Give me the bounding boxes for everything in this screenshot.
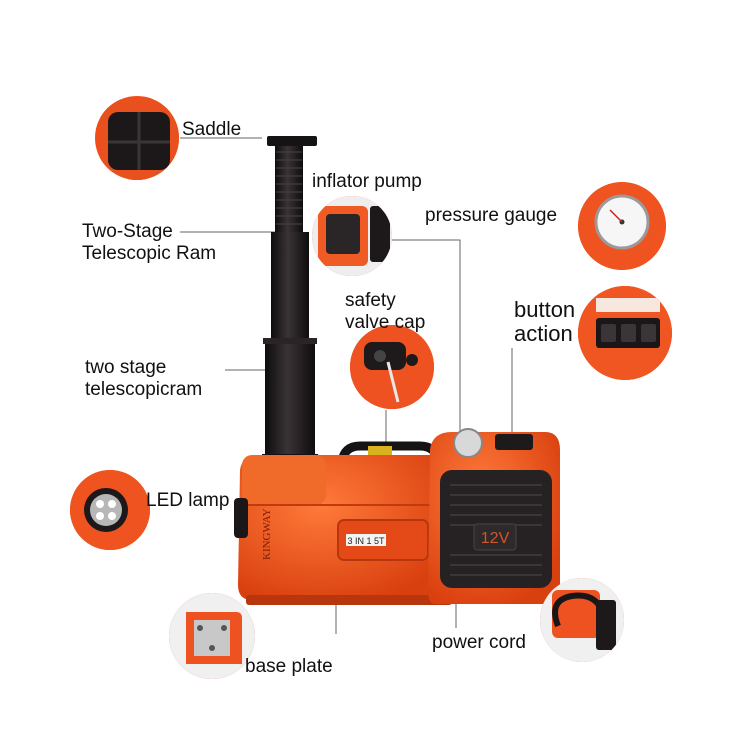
ram-thread xyxy=(276,151,302,225)
button-action-detail xyxy=(578,286,672,380)
led-housing xyxy=(234,498,248,538)
brand-text: KINGWAY xyxy=(261,508,273,560)
label-two-stage-telescopicram: two stage telescopicram xyxy=(85,357,203,400)
voltage-badge: 12V xyxy=(481,530,510,547)
label-base-plate: base plate xyxy=(245,656,333,677)
body-badge: 3 IN 1 5T xyxy=(347,536,385,546)
inflator-pump-detail xyxy=(312,196,392,276)
label-two-stage-telescopic-ram: Two-Stage Telescopic Ram xyxy=(82,221,217,264)
saddle-detail xyxy=(95,96,179,180)
label-led-lamp: LED lamp xyxy=(146,490,230,511)
jack-product: 3 IN 1 5T KINGWAY 12V xyxy=(234,136,560,605)
base-plate-edge xyxy=(246,595,452,605)
ram-upper xyxy=(275,146,303,234)
ram-middle xyxy=(271,232,309,342)
saddle-cap xyxy=(267,136,317,146)
label-pressure-gauge: pressure gauge xyxy=(425,205,558,226)
label-power-cord: power cord xyxy=(432,632,526,653)
label-button-action: button action xyxy=(514,297,576,346)
base-plate-detail xyxy=(169,593,255,679)
label-inflator-pump: inflator pump xyxy=(312,171,422,192)
leader-lines xyxy=(180,137,513,634)
leader-pressure-gauge xyxy=(392,239,461,432)
pressure-gauge-detail xyxy=(578,182,666,270)
label-saddle: Saddle xyxy=(182,119,242,140)
label-safety-valve-cap: safety valve cap xyxy=(345,290,426,333)
gauge-on-body xyxy=(453,428,483,458)
power-cord-detail xyxy=(540,578,624,662)
led-lamp-detail xyxy=(70,470,150,550)
ram-lower xyxy=(265,340,315,458)
safety-valve-detail xyxy=(350,325,434,409)
